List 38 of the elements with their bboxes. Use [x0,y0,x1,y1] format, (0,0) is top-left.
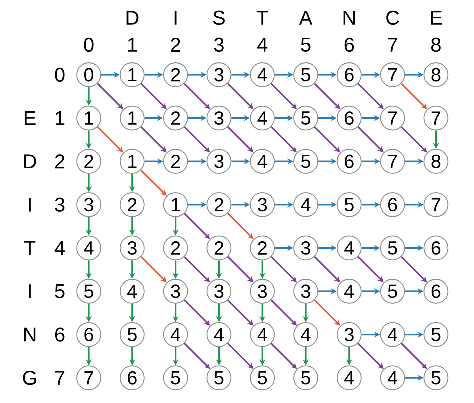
column-letter: T [256,11,268,25]
row-letter: I [29,284,31,298]
column-letter: A [299,11,313,25]
row-index: 6 [55,328,65,342]
row-letter: D [24,154,36,168]
row-letter: T [24,241,36,256]
column-index: 3 [214,38,224,52]
arrow [184,213,210,240]
column-index: 7 [388,38,398,52]
column-index: 2 [171,38,180,52]
arrow [358,83,384,110]
column-letter: C [386,10,400,26]
column-letter: S [213,10,225,26]
row-index: 0 [55,68,65,82]
row-index: 5 [55,284,65,298]
column-letter: I [174,11,177,25]
arrow [184,300,210,326]
row-letter: G [23,371,36,386]
row-index: 1 [56,111,65,126]
column-letter: D [126,11,139,25]
column-index: 6 [344,38,354,52]
column-index: 5 [301,38,311,52]
row-index: 3 [55,198,65,212]
row-index: 4 [54,241,65,256]
row-letter: E [24,111,36,126]
row-letter: I [29,198,31,212]
row-index: 7 [55,371,65,385]
column-index: 0 [84,38,94,52]
column-letter: E [431,11,442,25]
arrow [401,83,428,110]
column-index: 1 [128,38,137,52]
arrow [184,83,210,110]
column-index: 8 [432,38,441,52]
row-index: 2 [55,154,65,169]
arrow [140,83,167,110]
column-index: 4 [258,38,268,52]
column-letter: N [344,11,355,25]
row-letter: N [24,328,36,342]
